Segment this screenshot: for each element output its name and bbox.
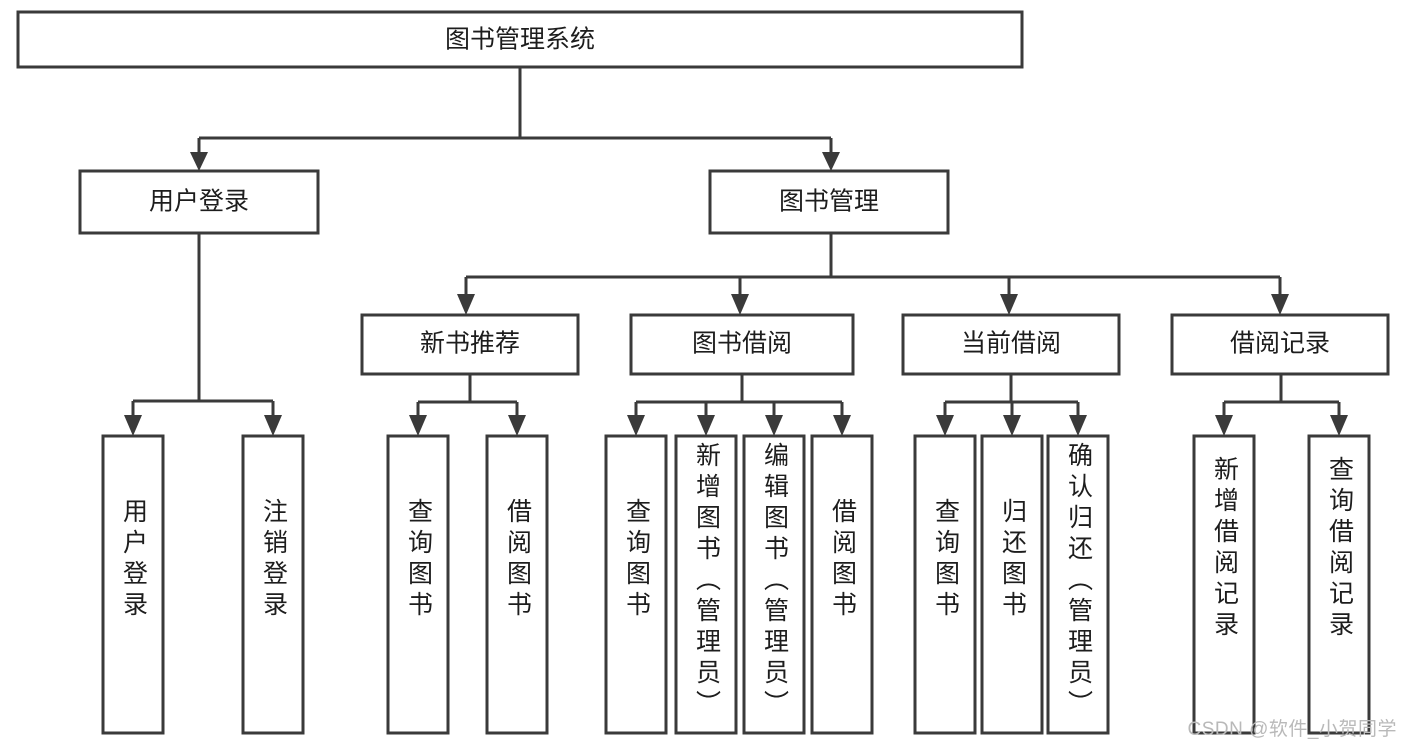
node-current-borrow-rect[interactable] <box>901 313 1121 376</box>
arrow-bb-l3 <box>765 415 783 436</box>
node-user-login-rect[interactable] <box>78 169 320 235</box>
arrow-cb-l2 <box>1003 415 1021 436</box>
connectors-book-borrow-to-leaves <box>627 374 851 436</box>
leaf-query-book-3-rect[interactable] <box>913 434 977 735</box>
node-book-manage-label: 图书管理 <box>779 188 879 216</box>
arrow-bm-c4 <box>1271 294 1289 315</box>
leaf-confirm-return-rect[interactable] <box>1046 434 1110 735</box>
leaf-rects <box>101 434 1371 735</box>
node-current-borrow[interactable]: 当前借阅 <box>901 313 1121 376</box>
arrow-br-l1 <box>1215 415 1233 436</box>
arrow-nbr-l1 <box>409 415 427 436</box>
connectors-user-login-to-leaves <box>124 233 282 436</box>
node-book-borrow[interactable]: 图书借阅 <box>629 313 855 376</box>
leaf-borrow-book-2-rect[interactable] <box>810 434 874 735</box>
arrow-br-l2 <box>1330 415 1348 436</box>
node-borrow-record-rect[interactable] <box>1170 313 1390 376</box>
connectors-borrow-record-to-leaves <box>1215 374 1348 436</box>
leaf-query-book-2-rect[interactable] <box>604 434 668 735</box>
leaf-add-book-rect[interactable] <box>674 434 738 735</box>
node-root-label: 图书管理系统 <box>445 26 595 54</box>
arrow-bm-c2 <box>731 294 749 315</box>
node-new-book-recommend[interactable]: 新书推荐 <box>360 313 580 376</box>
arrow-to-user-login <box>190 152 208 171</box>
arrow-cb-l3 <box>1069 415 1087 436</box>
arrow-cb-l1 <box>936 415 954 436</box>
node-user-login-label: 用户登录 <box>149 188 249 216</box>
arrow-bb-l4 <box>833 415 851 436</box>
arrow-bb-l1 <box>627 415 645 436</box>
node-book-manage[interactable]: 图书管理 <box>708 169 950 235</box>
leaf-borrow-book-1-rect[interactable] <box>485 434 549 735</box>
leaf-query-book-1-rect[interactable] <box>386 434 450 735</box>
arrow-nbr-l2 <box>508 415 526 436</box>
node-current-borrow-label: 当前借阅 <box>961 330 1061 358</box>
node-user-login[interactable]: 用户登录 <box>78 169 320 235</box>
arrow-ul-leaf1 <box>124 415 142 436</box>
connectors-current-borrow-to-leaves <box>936 374 1087 436</box>
node-book-manage-rect[interactable] <box>708 169 950 235</box>
arrow-bm-c1 <box>457 294 475 315</box>
leaf-user-login-rect[interactable] <box>101 434 165 735</box>
connectors-root-to-level2 <box>190 67 840 171</box>
leaf-edit-book-rect[interactable] <box>742 434 806 735</box>
node-new-book-recommend-rect[interactable] <box>360 313 580 376</box>
csdn-watermark: CSDN @软件_小贺同学 <box>1187 719 1397 740</box>
arrow-ul-leaf2 <box>264 415 282 436</box>
node-book-borrow-rect[interactable] <box>629 313 855 376</box>
node-book-borrow-label: 图书借阅 <box>692 330 792 358</box>
arrow-bm-c3 <box>1000 294 1018 315</box>
connectors-book-manage-to-level3 <box>457 233 1289 315</box>
leaf-user-logout-rect[interactable] <box>241 434 305 735</box>
node-new-book-recommend-label: 新书推荐 <box>420 330 520 358</box>
leaf-add-record-rect[interactable] <box>1192 434 1256 735</box>
node-borrow-record-label: 借阅记录 <box>1230 330 1330 358</box>
node-root-rect[interactable] <box>16 10 1024 69</box>
leaf-query-record-rect[interactable] <box>1307 434 1371 735</box>
node-root[interactable]: 图书管理系统 <box>16 10 1024 69</box>
leaf-return-book-rect[interactable] <box>980 434 1044 735</box>
arrow-bb-l2 <box>697 415 715 436</box>
node-borrow-record[interactable]: 借阅记录 <box>1170 313 1390 376</box>
connectors-new-book-recommend-to-leaves <box>409 374 526 436</box>
arrow-to-book-manage <box>822 152 840 171</box>
